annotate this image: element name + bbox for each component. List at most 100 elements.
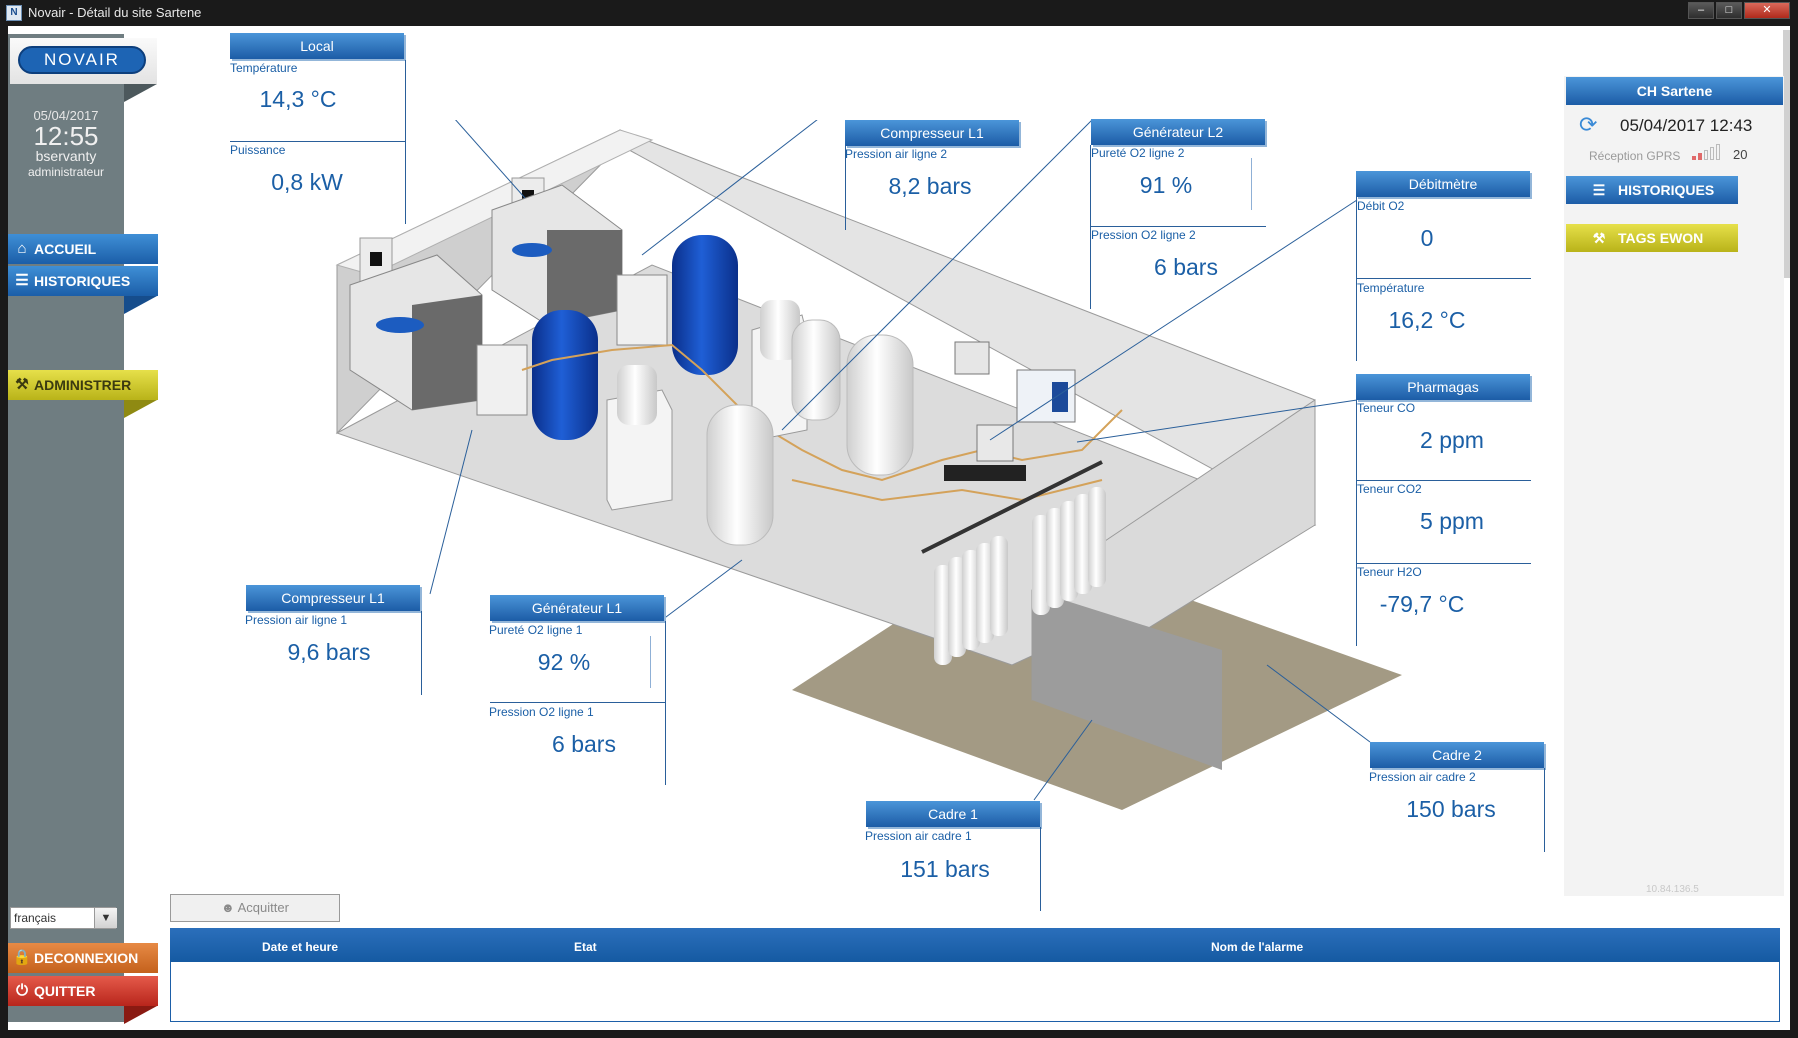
panel-debitmetre-title: Débitmètre [1356,171,1530,197]
nav-historiques-button[interactable]: ☰ HISTORIQUES [8,266,158,296]
column-date[interactable]: Date et heure [262,940,339,954]
compresseur-top-value: 8,2 bars [888,173,972,199]
site-info-panel [1564,76,1784,896]
local-temp-value: 14,3 °C [259,86,337,112]
nav-administrer-button[interactable]: ⚒ ADMINISTRER [8,370,158,400]
air-tank-1 [532,310,598,440]
tools-icon: ⚒ [15,376,29,393]
pharmagas-h2o-value: -79,7 °C [1379,591,1465,617]
panel-cadre2-title: Cadre 2 [1370,742,1544,768]
nav-quitter-button[interactable]: ⏻ QUITTER [8,976,158,1006]
sidebar-time: 12:55 [33,121,99,151]
panel-pharmagas-title: Pharmagas [1356,374,1530,400]
panel-compresseur-l1-title: Compresseur L1 [246,585,420,611]
chevron-down-icon[interactable]: ▼ [94,908,117,928]
home-icon: ⌂ [17,240,27,257]
minimize-button[interactable]: – [1688,2,1714,19]
purity-gauge-l2 [1251,158,1252,210]
app-icon: N [6,5,22,21]
panel-cadre1-title: Cadre 1 [866,801,1040,827]
panel-local-divider [230,141,405,142]
generateur-l1-purity-value: 92 % [537,649,591,675]
panel-generateur-l1-title: Générateur L1 [490,595,664,621]
compressor-1-side [412,295,482,410]
callout-debitmetre [989,199,1358,441]
front-wall-shadow [1032,590,1222,770]
sidebar-role: administrateur [27,165,105,179]
local-power-value: 0,8 kW [271,169,343,195]
site-equipment-diagram [335,120,1402,810]
panel-pharmagas-divider-2 [1356,563,1531,564]
cadre2-label: Pression air cadre 2 [1369,770,1476,784]
column-state[interactable]: Etat [574,940,597,954]
purity-gauge-l1 [650,636,651,688]
panel-compresseur-top-border [845,146,846,230]
nav-deconnexion-label: DECONNEXION [34,950,139,966]
flowmeter-box [954,341,990,375]
tags-ewon-label: TAGS EWON [1618,230,1704,246]
vertical-scrollbar[interactable] [1783,30,1790,278]
novair-logo: NOVAIR [18,46,146,74]
callout-cadre2 [1266,664,1371,743]
panel-debitmetre-divider [1356,278,1531,279]
pipe-line [521,343,1123,482]
language-select[interactable]: français [10,907,116,929]
debitmetre-flow-value: 0 [1420,225,1434,251]
callout-pharmagas [1076,399,1358,443]
o2-buffer-1 [617,365,657,425]
refresh-icon[interactable]: ⟳ [1579,112,1598,137]
acknowledge-button[interactable]: ☻ Acquitter [170,894,340,922]
nav-deconnexion-button[interactable]: 🔒 DECONNEXION [8,943,158,973]
wall-panel-screen [370,252,382,266]
compresseur-top-label: Pression air ligne 2 [845,147,948,161]
logo-corner [124,84,157,102]
acknowledge-label: Acquitter [237,900,289,915]
tools-icon: ⚒ [1592,230,1606,246]
historiques-button[interactable]: ☰ HISTORIQUES [1566,176,1738,204]
maximize-button[interactable]: □ [1716,2,1742,19]
sidebar [8,34,124,1022]
cadre1-label: Pression air cadre 1 [865,829,972,843]
o2-tank-1 [706,404,774,546]
nav-accueil-button[interactable]: ⌂ ACCUEIL [8,234,158,264]
nav-quitter-label: QUITTER [34,983,96,999]
cylinder-rail [921,460,1103,554]
lock-icon: 🔒 [12,949,32,966]
sidebar-user: bservanty [35,148,97,164]
panel-local-border [405,60,406,224]
panel-pharmagas-divider-1 [1356,480,1531,481]
panel-local-title: Local [230,33,404,59]
generateur-l2-pressure-value: 6 bars [1154,254,1218,280]
alarm-table-header [170,928,1780,962]
panel-cadre2-border [1544,768,1545,852]
window-title: Novair - Détail du site Sartene [28,5,202,20]
generateur-l1-pressure-label: Pression O2 ligne 1 [489,705,594,719]
tags-ewon-button[interactable]: ⚒ TAGS EWON [1566,224,1738,252]
close-button[interactable]: ✕ [1744,2,1790,19]
generateur-l2-purity-value: 91 % [1139,172,1193,198]
pharmagas-co-label: Teneur CO [1357,401,1416,415]
signal-icon [1692,144,1728,160]
control-box [976,424,1014,462]
callout-generateur-l2 [781,120,1093,431]
pipe-line [791,479,1103,502]
cylinder-frame-1 [934,536,1008,665]
air-tank-2 [672,235,738,375]
compresseur-l1-value: 9,6 bars [287,639,371,665]
debitmetre-temp-label: Température [1357,281,1425,295]
panel-generateur-l2-border [1090,145,1091,309]
cadre2-value: 150 bars [1406,796,1496,822]
column-alarm-name[interactable]: Nom de l'alarme [1211,940,1304,954]
historiques-label: HISTORIQUES [1618,182,1715,198]
database-icon: ☰ [1592,182,1606,198]
debitmetre-flow-label: Débit O2 [1357,199,1405,213]
nav-administrer-label: ADMINISTRER [34,377,132,393]
cadre1-value: 151 bars [900,856,990,882]
callout-local [455,120,526,199]
cylinder-frame-2 [1032,487,1106,615]
pharmagas-h2o-label: Teneur H2O [1357,565,1422,579]
power-icon: ⏻ [16,982,28,999]
generateur-l1-pressure-value: 6 bars [552,731,616,757]
panel-cadre1-border [1040,827,1041,911]
o2-buffer-2 [760,300,800,360]
